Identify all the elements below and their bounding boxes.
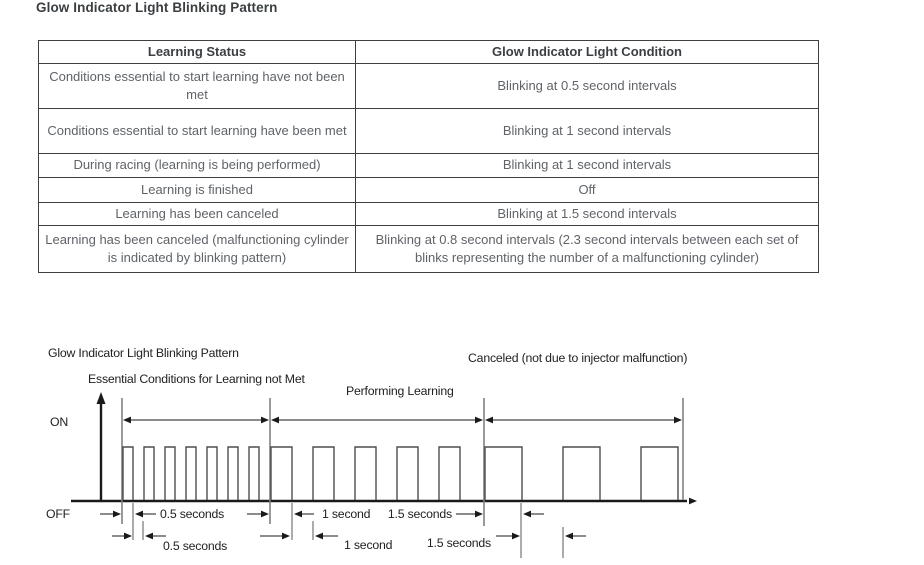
page-title: Glow Indicator Light Blinking Pattern bbox=[36, 0, 278, 15]
table-header-row: Learning Status Glow Indicator Light Con… bbox=[38, 40, 819, 64]
span-arrowhead-left bbox=[123, 416, 131, 424]
col-header-glow-condition: Glow Indicator Light Condition bbox=[355, 40, 819, 64]
condition-cell: Blinking at 1.5 second intervals bbox=[355, 202, 819, 226]
status-cell: During racing (learning is being perform… bbox=[38, 153, 356, 178]
dimension-arrowhead bbox=[261, 510, 269, 518]
duration-label: 0.5 seconds bbox=[163, 539, 227, 553]
table-row: Learning has been canceled (malfunctioni… bbox=[38, 225, 819, 273]
time-axis-arrowhead bbox=[689, 497, 697, 505]
condition-cell: Blinking at 0.8 second intervals (2.3 se… bbox=[355, 225, 819, 273]
glow-indicator-waveform bbox=[122, 446, 679, 500]
table-row: Conditions essential to start learning h… bbox=[38, 108, 819, 154]
on-axis-label: ON bbox=[50, 415, 68, 429]
span-arrowhead-right bbox=[261, 416, 269, 424]
dimension-arrowhead bbox=[113, 510, 121, 518]
dimension-arrowhead bbox=[124, 532, 132, 540]
table-row: During racing (learning is being perform… bbox=[38, 153, 819, 178]
condition-cell: Blinking at 1 second intervals bbox=[355, 108, 819, 154]
section-label: Essential Conditions for Learning not Me… bbox=[88, 372, 305, 386]
dimension-arrowhead bbox=[282, 532, 290, 540]
dimension-arrowhead bbox=[512, 532, 520, 540]
table-row: Conditions essential to start learning h… bbox=[38, 63, 819, 109]
dimension-arrowhead bbox=[475, 510, 483, 518]
learning-status-table: Learning Status Glow Indicator Light Con… bbox=[38, 40, 819, 273]
status-cell: Learning is finished bbox=[38, 177, 356, 203]
status-cell: Learning has been canceled bbox=[38, 202, 356, 226]
status-cell: Conditions essential to start learning h… bbox=[38, 63, 356, 109]
span-arrowhead-left bbox=[271, 416, 279, 424]
condition-cell: Off bbox=[355, 177, 819, 203]
status-cell: Conditions essential to start learning h… bbox=[38, 108, 356, 154]
condition-cell: Blinking at 0.5 second intervals bbox=[355, 63, 819, 109]
span-arrowhead-left bbox=[485, 416, 493, 424]
status-cell: Learning has been canceled (malfunctioni… bbox=[38, 225, 356, 273]
duration-label: 1 second bbox=[322, 507, 371, 521]
col-header-learning-status: Learning Status bbox=[38, 40, 356, 64]
diagram-title: Glow Indicator Light Blinking Pattern bbox=[48, 346, 239, 360]
timing-diagram-svg: Glow Indicator Light Blinking PatternEss… bbox=[46, 346, 697, 558]
span-arrowhead-right bbox=[674, 416, 682, 424]
span-arrowhead-right bbox=[475, 416, 483, 424]
duration-label: 0.5 seconds bbox=[160, 507, 224, 521]
duration-label: 1 second bbox=[344, 538, 393, 552]
condition-cell: Blinking at 1 second intervals bbox=[355, 153, 819, 178]
section-label: Performing Learning bbox=[346, 384, 454, 398]
off-axis-label: OFF bbox=[46, 507, 71, 521]
section-label: Canceled (not due to injector malfunctio… bbox=[468, 351, 687, 365]
duration-label: 1.5 seconds bbox=[388, 507, 452, 521]
y-axis-arrowhead bbox=[96, 392, 106, 404]
table-row: Learning has been canceled Blinking at 1… bbox=[38, 202, 819, 226]
duration-label: 1.5 seconds bbox=[427, 536, 491, 550]
table-row: Learning is finished Off bbox=[38, 177, 819, 203]
